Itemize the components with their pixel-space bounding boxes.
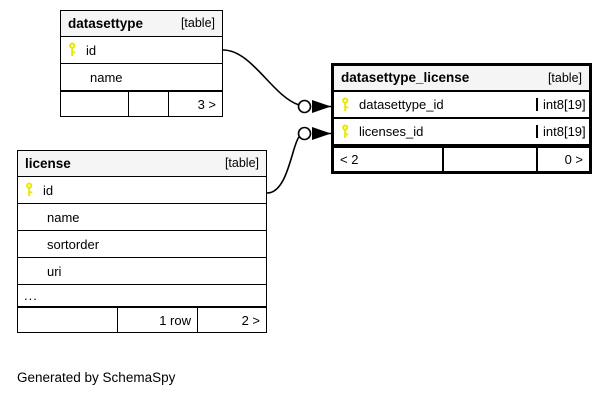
column-label: uri: [47, 264, 62, 278]
column-row-uri[interactable]: uri: [18, 258, 266, 285]
crow-foot-many-marker: [312, 100, 331, 113]
more-columns-indicator: ...: [18, 285, 266, 307]
primary-key-icon: [342, 124, 349, 138]
column-row-id[interactable]: id: [18, 177, 266, 204]
table-type-tag: [table]: [180, 16, 215, 31]
footer-cell-left: [18, 308, 117, 332]
column-label: name: [90, 70, 123, 84]
table-header-datasettype: datasettype [table]: [61, 11, 222, 37]
crow-foot-many-marker: [312, 127, 331, 140]
table-title: datasettype_license: [341, 70, 470, 86]
column-name-cell: id: [61, 42, 222, 58]
table-type-tag: [table]: [547, 70, 582, 85]
table-type-tag: [table]: [224, 156, 259, 171]
relationship-license-to-datasettype-license: [266, 126, 331, 194]
table-title: datasettype: [68, 15, 144, 31]
cardinality-zero-marker: [297, 126, 312, 141]
relationship-datasettype-to-datasettype-license: [222, 49, 331, 114]
column-label: licenses_id: [359, 124, 424, 139]
table-footer-datasettype-license: < 2 0 >: [334, 146, 589, 171]
table-card-datasettype[interactable]: datasettype [table] id name 3 >: [60, 10, 223, 117]
column-name-cell: uri: [18, 265, 266, 278]
footer-cell-right[interactable]: 2 >: [197, 308, 266, 332]
table-footer-license: 1 row 2 >: [18, 307, 266, 332]
column-row-sortorder[interactable]: sortorder: [18, 231, 266, 258]
column-row-name[interactable]: name: [18, 204, 266, 231]
table-header-datasettype-license: datasettype_license [table]: [334, 66, 589, 92]
column-row-datasettype-id[interactable]: datasettype_id int8[19]: [334, 92, 589, 119]
table-card-datasettype-license[interactable]: datasettype_license [table] datasettype_…: [331, 63, 592, 174]
column-name-cell: datasettype_id: [334, 97, 536, 113]
column-row-name[interactable]: name: [61, 64, 222, 91]
footer-cell-middle: [128, 92, 168, 116]
generated-by-caption: Generated by SchemaSpy: [17, 370, 176, 385]
table-footer-datasettype: 3 >: [61, 91, 222, 116]
footer-cell-left[interactable]: < 2: [340, 152, 359, 167]
column-type-cell: int8[19]: [536, 98, 589, 111]
column-name-cell: licenses_id: [334, 124, 536, 140]
column-name-cell: name: [61, 71, 222, 84]
column-label: sortorder: [47, 237, 100, 251]
footer-cell-middle: 1 row: [117, 308, 197, 332]
footer-cell-right[interactable]: 0 >: [536, 148, 589, 171]
column-label: name: [47, 210, 80, 224]
primary-key-icon: [26, 182, 33, 196]
column-row-id[interactable]: id: [61, 37, 222, 64]
column-name-cell: name: [18, 211, 266, 224]
primary-key-icon: [342, 97, 349, 111]
table-header-license: license [table]: [18, 151, 266, 177]
column-name-cell: id: [18, 182, 266, 198]
column-row-licenses-id[interactable]: licenses_id int8[19]: [334, 119, 589, 146]
primary-key-icon: [69, 42, 76, 56]
column-label: id: [43, 182, 54, 198]
column-type-cell: int8[19]: [536, 125, 589, 138]
table-title: license: [25, 155, 71, 171]
footer-cell-right[interactable]: 3 >: [168, 92, 222, 116]
table-card-license[interactable]: license [table] id name sortorder uri ..…: [17, 150, 267, 333]
footer-cell-middle: [442, 148, 536, 171]
footer-cell-left: [61, 92, 128, 116]
column-name-cell: sortorder: [18, 238, 266, 251]
column-label: id: [86, 42, 97, 58]
cardinality-zero-marker: [297, 99, 312, 114]
column-label: datasettype_id: [359, 97, 444, 112]
